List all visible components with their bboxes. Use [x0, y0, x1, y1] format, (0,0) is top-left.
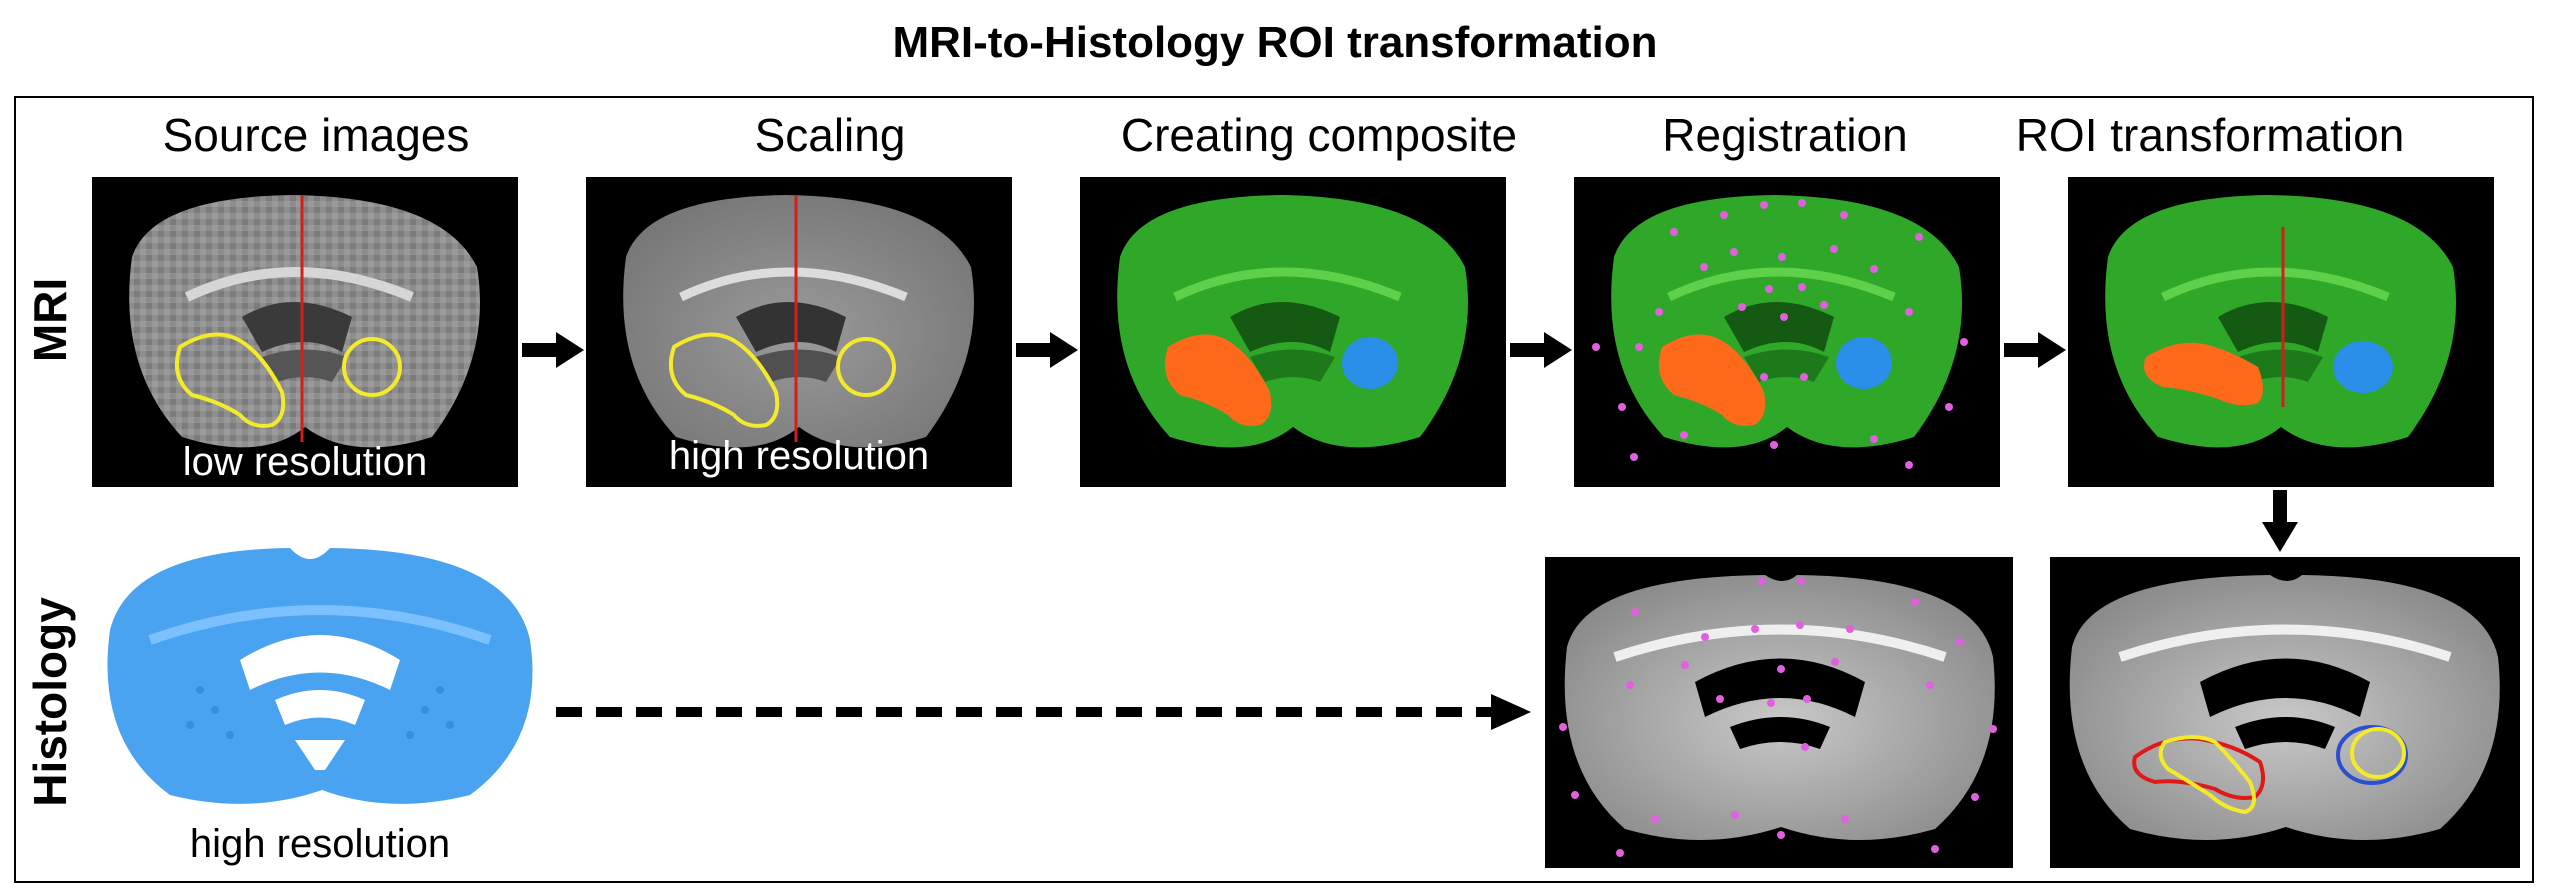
dashed-arrow-icon	[556, 690, 1536, 734]
roi-yellow-circle	[2350, 727, 2406, 779]
roi-transformation-image	[2105, 195, 2456, 448]
column-header-scaling: Scaling	[754, 109, 906, 161]
roi-blue-outline	[2336, 725, 2408, 785]
roi-yellow-circle	[836, 337, 896, 397]
column-header-source-images: Source images	[162, 109, 470, 161]
arrow-down-icon	[2260, 490, 2300, 552]
composite-image	[1117, 195, 1468, 448]
caption-high-resolution-histology: high resolution	[189, 822, 451, 866]
mri-low-res-image	[129, 195, 480, 448]
roi-blue-fill	[1836, 337, 1892, 389]
roi-yellow-outline	[2158, 735, 2256, 815]
roi-orange-fill	[1164, 334, 1272, 426]
roi-orange-fill	[2144, 342, 2263, 406]
roi-orange-fill	[1658, 334, 1766, 426]
mri-scaling-panel	[586, 177, 1012, 487]
caption-high-resolution-mri: high resolution	[668, 434, 930, 478]
arrow-right-icon	[522, 330, 584, 370]
mri-high-res-image	[623, 195, 974, 448]
row-label-histology: Histology	[24, 597, 76, 807]
diagram-frame	[14, 96, 2534, 883]
roi-yellow-outline	[669, 332, 780, 428]
histology-registration-panel	[1545, 557, 2013, 868]
roi-yellow-outline	[175, 332, 286, 428]
arrow-right-icon	[1510, 330, 1572, 370]
histology-registration-image	[1559, 575, 1997, 857]
figure-title: MRI-to-Histology ROI transformation	[892, 18, 1658, 67]
row-label-mri: MRI	[24, 277, 76, 363]
arrow-right-icon	[2004, 330, 2066, 370]
roi-blue-fill	[2333, 341, 2393, 393]
histology-source-image	[90, 540, 550, 816]
column-header-creating-composite: Creating composite	[1120, 109, 1518, 161]
mri-composite-panel	[1080, 177, 1506, 487]
landmark-points	[1592, 199, 1968, 469]
mri-source-panel	[92, 177, 518, 487]
column-header-registration: Registration	[1662, 109, 1908, 161]
roi-blue-fill	[1342, 337, 1398, 389]
mri-registration-panel	[1574, 177, 2000, 487]
mri-roi-transformation-panel	[2068, 177, 2494, 487]
caption-low-resolution: low resolution	[182, 440, 428, 484]
landmark-points	[1559, 577, 1997, 857]
roi-yellow-circle	[342, 337, 402, 397]
column-header-roi-transformation: ROI transformation	[2015, 109, 2405, 161]
histology-roi-image	[2069, 575, 2500, 841]
arrow-right-icon	[1016, 330, 1078, 370]
histology-roi-transformation-panel	[2050, 557, 2520, 868]
registration-image	[1592, 195, 1968, 469]
